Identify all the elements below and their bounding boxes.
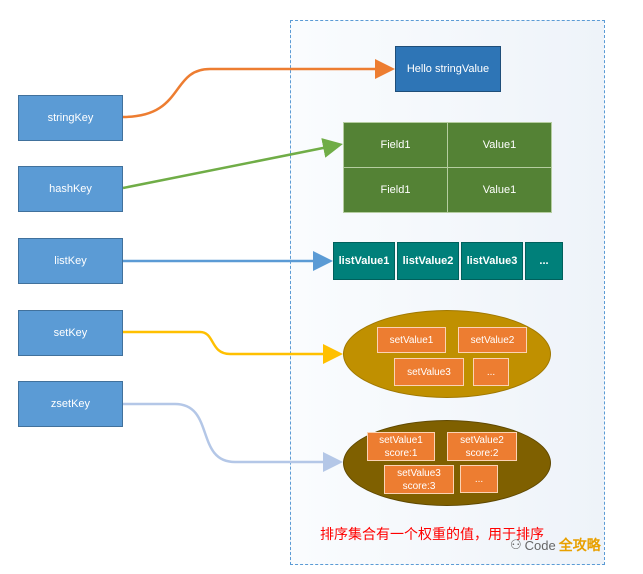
hash-field-cell: Field1 <box>343 167 448 213</box>
hash-table: Field1 Value1 Field1 Value1 <box>343 122 552 213</box>
string-key: stringKey <box>18 95 123 141</box>
watermark-logo: 全攻略 <box>558 537 601 553</box>
watermark-brand: Code <box>524 537 556 553</box>
list-item: listValue3 <box>461 242 523 280</box>
set-arrow <box>123 330 343 364</box>
zset-item-score: score:2 <box>465 447 499 459</box>
zset-item: ... <box>460 465 498 493</box>
zset-key: zsetKey <box>18 381 123 427</box>
hash-value-cell: Value1 <box>447 122 552 168</box>
list-item: ... <box>525 242 563 280</box>
zset-item: setValue2 score:2 <box>447 432 517 461</box>
set-item: setValue3 <box>394 358 464 386</box>
zset-item-value: setValue2 <box>460 434 504 446</box>
hash-key: hashKey <box>18 166 123 212</box>
zset-item-score: score:3 <box>402 480 436 492</box>
diagram-caption: 排序集合有一个权重的值，用于排序 <box>320 526 544 542</box>
hash-field-cell: Field1 <box>343 122 448 168</box>
string-arrow <box>122 59 395 119</box>
hash-row: Field1 Value1 <box>343 167 552 213</box>
hash-row: Field1 Value1 <box>343 122 552 168</box>
zset-item-value: setValue1 <box>379 434 423 446</box>
set-key: setKey <box>18 310 123 356</box>
hash-value-cell: Value1 <box>447 167 552 213</box>
zset-item-score: score:1 <box>384 447 418 459</box>
zset-item-value: ... <box>474 473 484 485</box>
watermark: ⚇ Code 全攻略 <box>510 535 601 555</box>
zset-item-value: setValue3 <box>397 467 441 479</box>
list-item: listValue2 <box>397 242 459 280</box>
zset-item: setValue1 score:1 <box>367 432 435 461</box>
set-item: setValue2 <box>458 327 527 353</box>
zset-arrow <box>123 402 343 472</box>
hash-arrow <box>122 138 343 190</box>
set-item: setValue1 <box>377 327 446 353</box>
string-value-box: Hello stringValue <box>395 46 501 92</box>
wechat-icon: ⚇ <box>510 537 522 552</box>
list-key: listKey <box>18 238 123 284</box>
list-item: listValue1 <box>333 242 395 280</box>
zset-item: setValue3 score:3 <box>384 465 454 494</box>
set-item: ... <box>473 358 509 386</box>
